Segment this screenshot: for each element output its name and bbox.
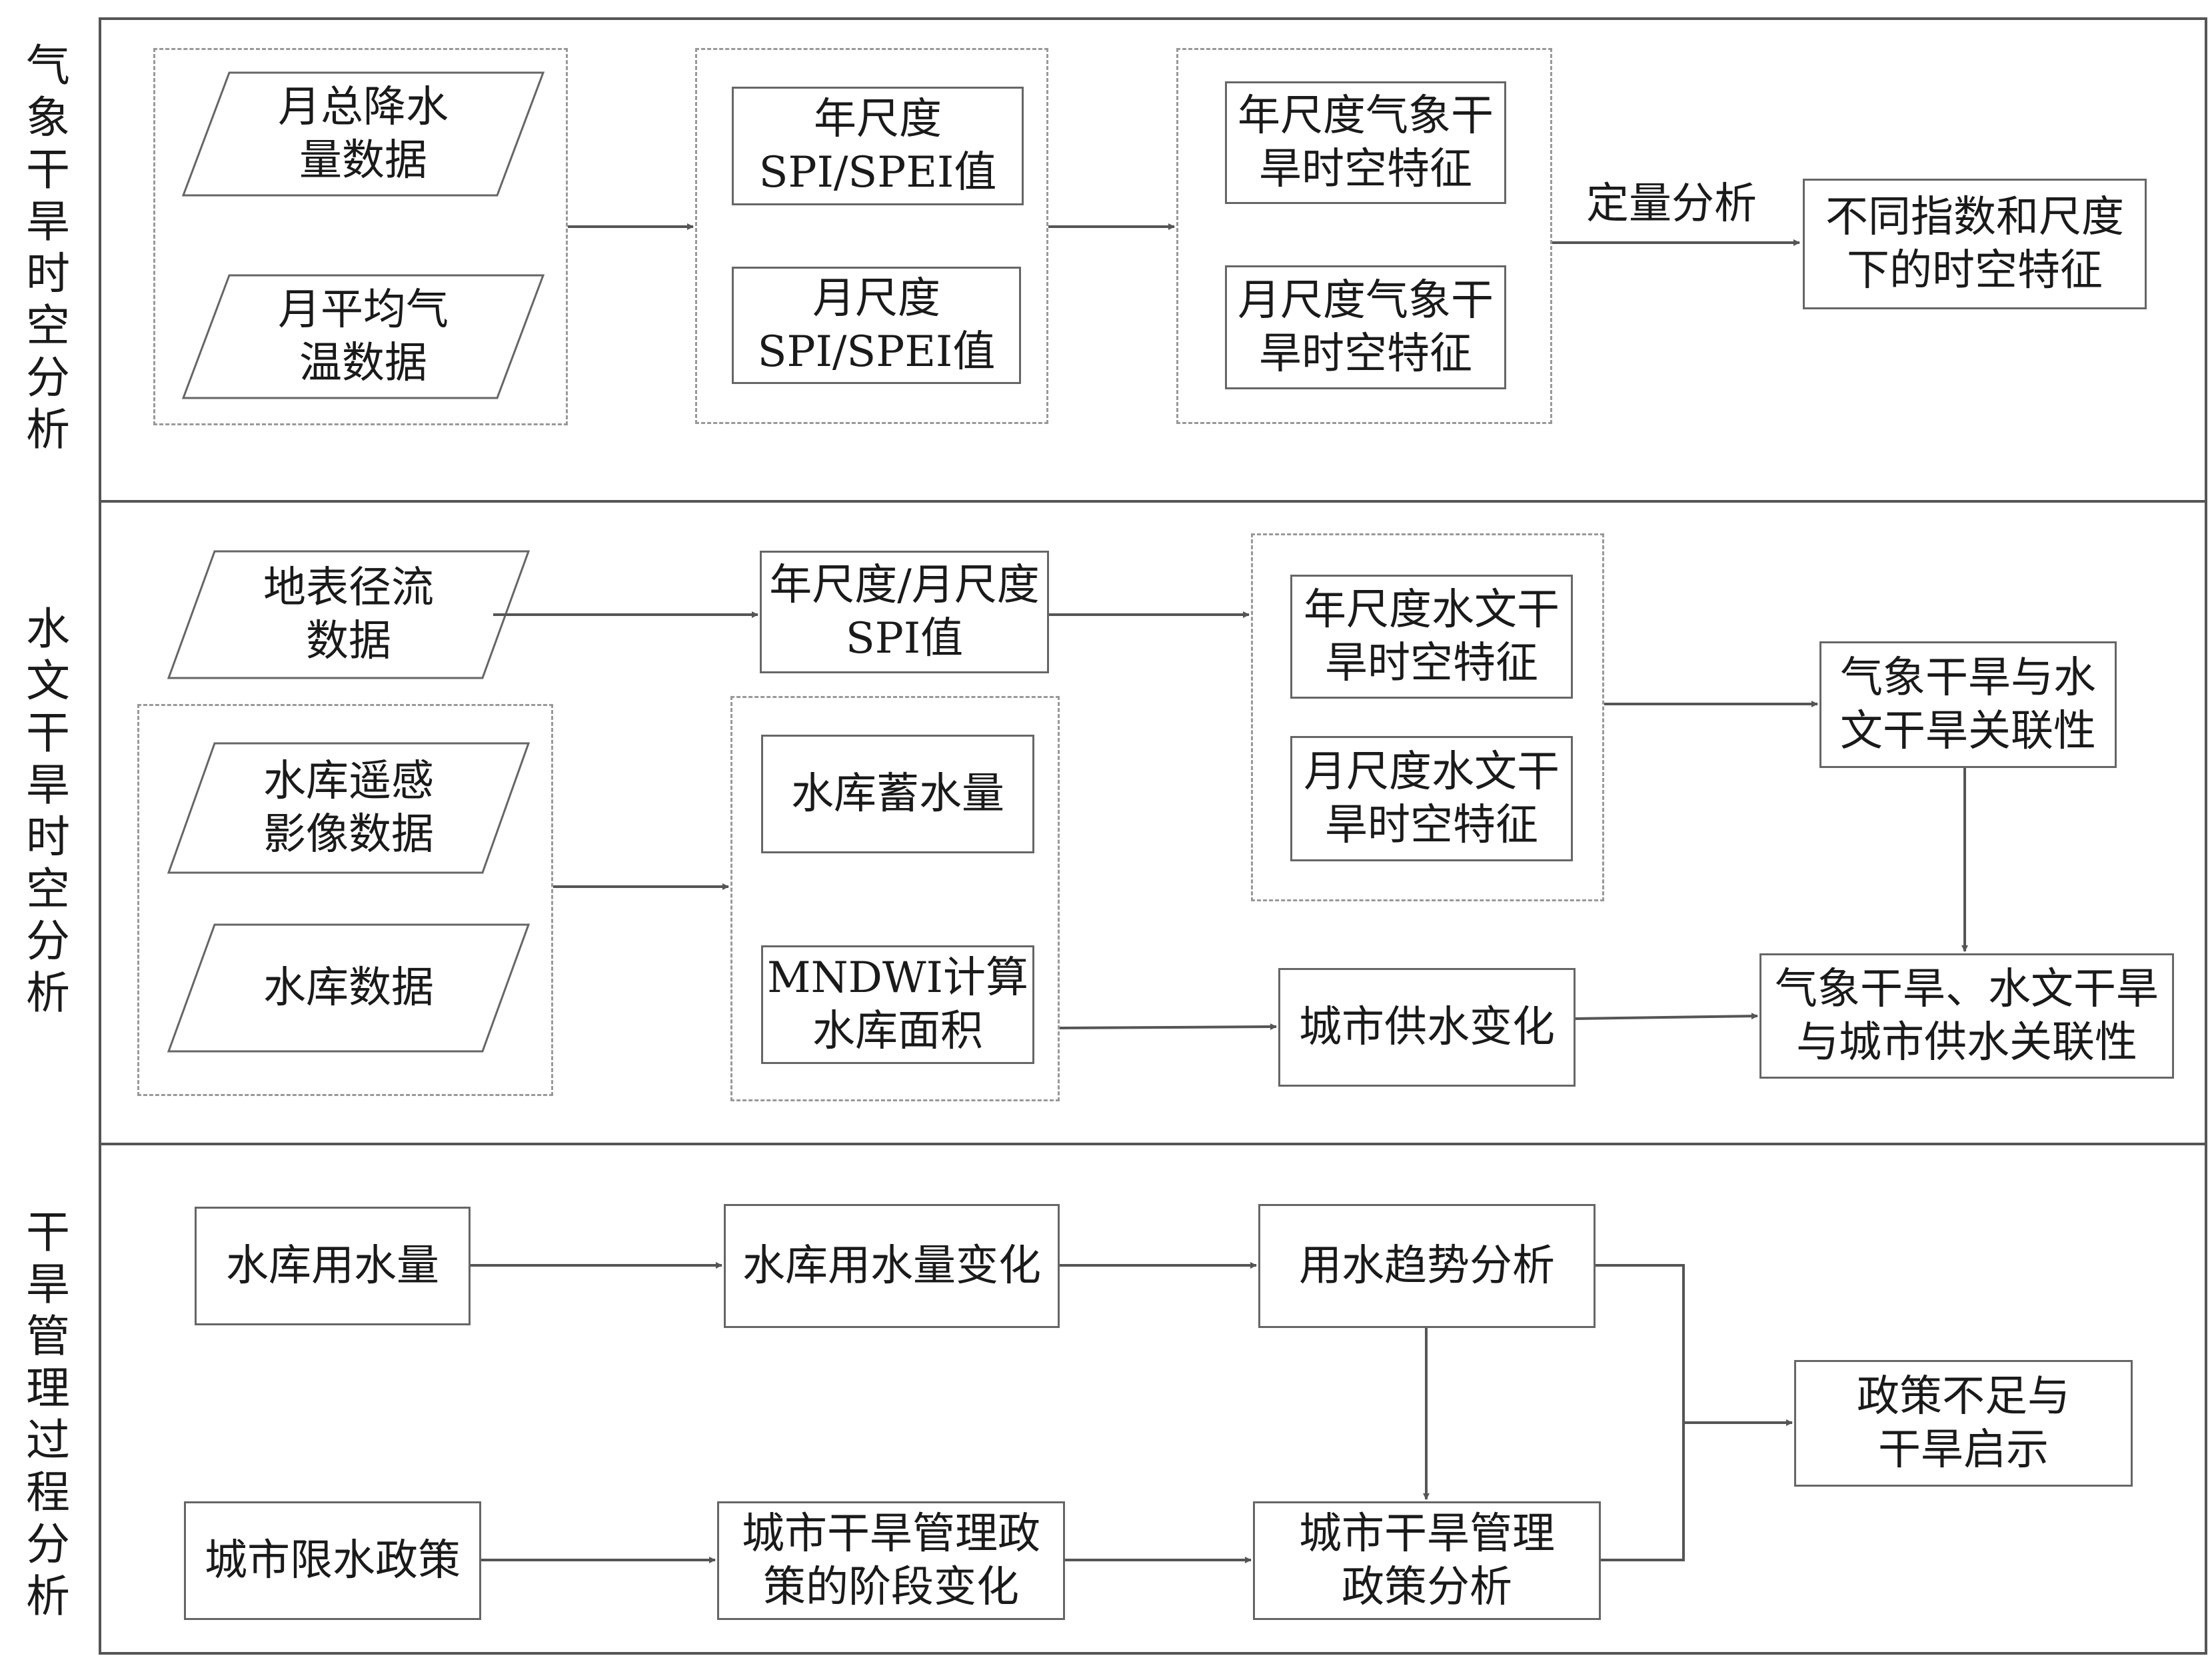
arrow-mndwi-to-supply <box>1059 1023 1277 1031</box>
input-precipitation: 月总降水 量数据 <box>181 71 545 197</box>
group-reservoir-calc <box>730 696 1060 1101</box>
box-reservoir-water-use: 水库用水量 <box>195 1207 471 1325</box>
box-monthly-meteo-feature: 月尺度气象干 旱时空特征 <box>1225 265 1506 389</box>
input-surface-runoff: 地表径流 数据 <box>167 549 531 680</box>
box-policy-result: 政策不足与 干旱启示 <box>1794 1360 2133 1487</box>
input-surface-runoff-label: 地表径流 数据 <box>263 563 434 666</box>
box-water-use-change: 水库用水量变化 <box>724 1204 1060 1328</box>
box-annual-hydro-feature: 年尺度水文干 旱时空特征 <box>1290 575 1573 699</box>
box-mndwi-area: MNDWI计算 水库面积 <box>761 945 1034 1064</box>
group-hydro-features <box>1251 533 1604 901</box>
side-label-hydrological: 水文 干旱 时空 分析 <box>26 603 70 1019</box>
arrow-supply-to-correlation <box>1575 1013 1758 1020</box>
panel-management <box>99 1143 2207 1655</box>
box-water-restriction-policy: 城市限水政策 <box>184 1501 481 1620</box>
box-policy-stages: 城市干旱管理政 策的阶段变化 <box>717 1501 1065 1620</box>
box-annual-meteo-feature: 年尺度气象干 旱时空特征 <box>1225 81 1506 204</box>
input-precipitation-label: 月总降水 量数据 <box>278 83 449 185</box>
box-usage-trend: 用水趋势分析 <box>1258 1204 1596 1328</box>
box-supply-correlation: 气象干旱、水文干旱 与城市供水关联性 <box>1759 953 2174 1079</box>
box-policy-analysis: 城市干旱管理 政策分析 <box>1253 1501 1601 1620</box>
box-urban-supply-change: 城市供水变化 <box>1278 968 1576 1087</box>
side-label-management: 干旱 管理 过程 分析 <box>26 1207 70 1622</box>
input-reservoir-data-label: 水库数据 <box>263 963 434 1013</box>
input-temperature: 月平均气 温数据 <box>181 273 545 400</box>
box-reservoir-storage: 水库蓄水量 <box>761 735 1034 853</box>
label-quantitative-analysis: 定量分析 <box>1586 179 1757 229</box>
group-meteo-indices <box>695 48 1048 424</box>
input-reservoir-imagery-label: 水库遥感 影像数据 <box>263 757 434 859</box>
box-annual-monthly-spi: 年尺度/月尺度 SPI值 <box>760 551 1049 673</box>
input-reservoir-data: 水库数据 <box>167 923 531 1053</box>
group-meteo-inputs <box>153 48 568 425</box>
group-meteo-features <box>1176 48 1552 424</box>
group-reservoir-inputs <box>137 704 553 1096</box>
side-label-meteorological: 气象 干旱 时空 分析 <box>26 40 70 455</box>
box-spatiotemporal-result: 不同指数和尺度 下的时空特征 <box>1803 179 2147 309</box>
connector-trend-merge <box>1596 1264 1685 1561</box>
input-reservoir-imagery: 水库遥感 影像数据 <box>167 741 531 875</box>
box-meteo-hydro-correlation: 气象干旱与水 文干旱关联性 <box>1819 641 2117 768</box>
box-monthly-spi-spei: 月尺度 SPI/SPEI值 <box>732 267 1021 384</box>
box-annual-spi-spei: 年尺度 SPI/SPEI值 <box>732 87 1024 205</box>
box-monthly-hydro-feature: 月尺度水文干 旱时空特征 <box>1290 736 1573 861</box>
input-temperature-label: 月平均气 温数据 <box>278 285 449 388</box>
